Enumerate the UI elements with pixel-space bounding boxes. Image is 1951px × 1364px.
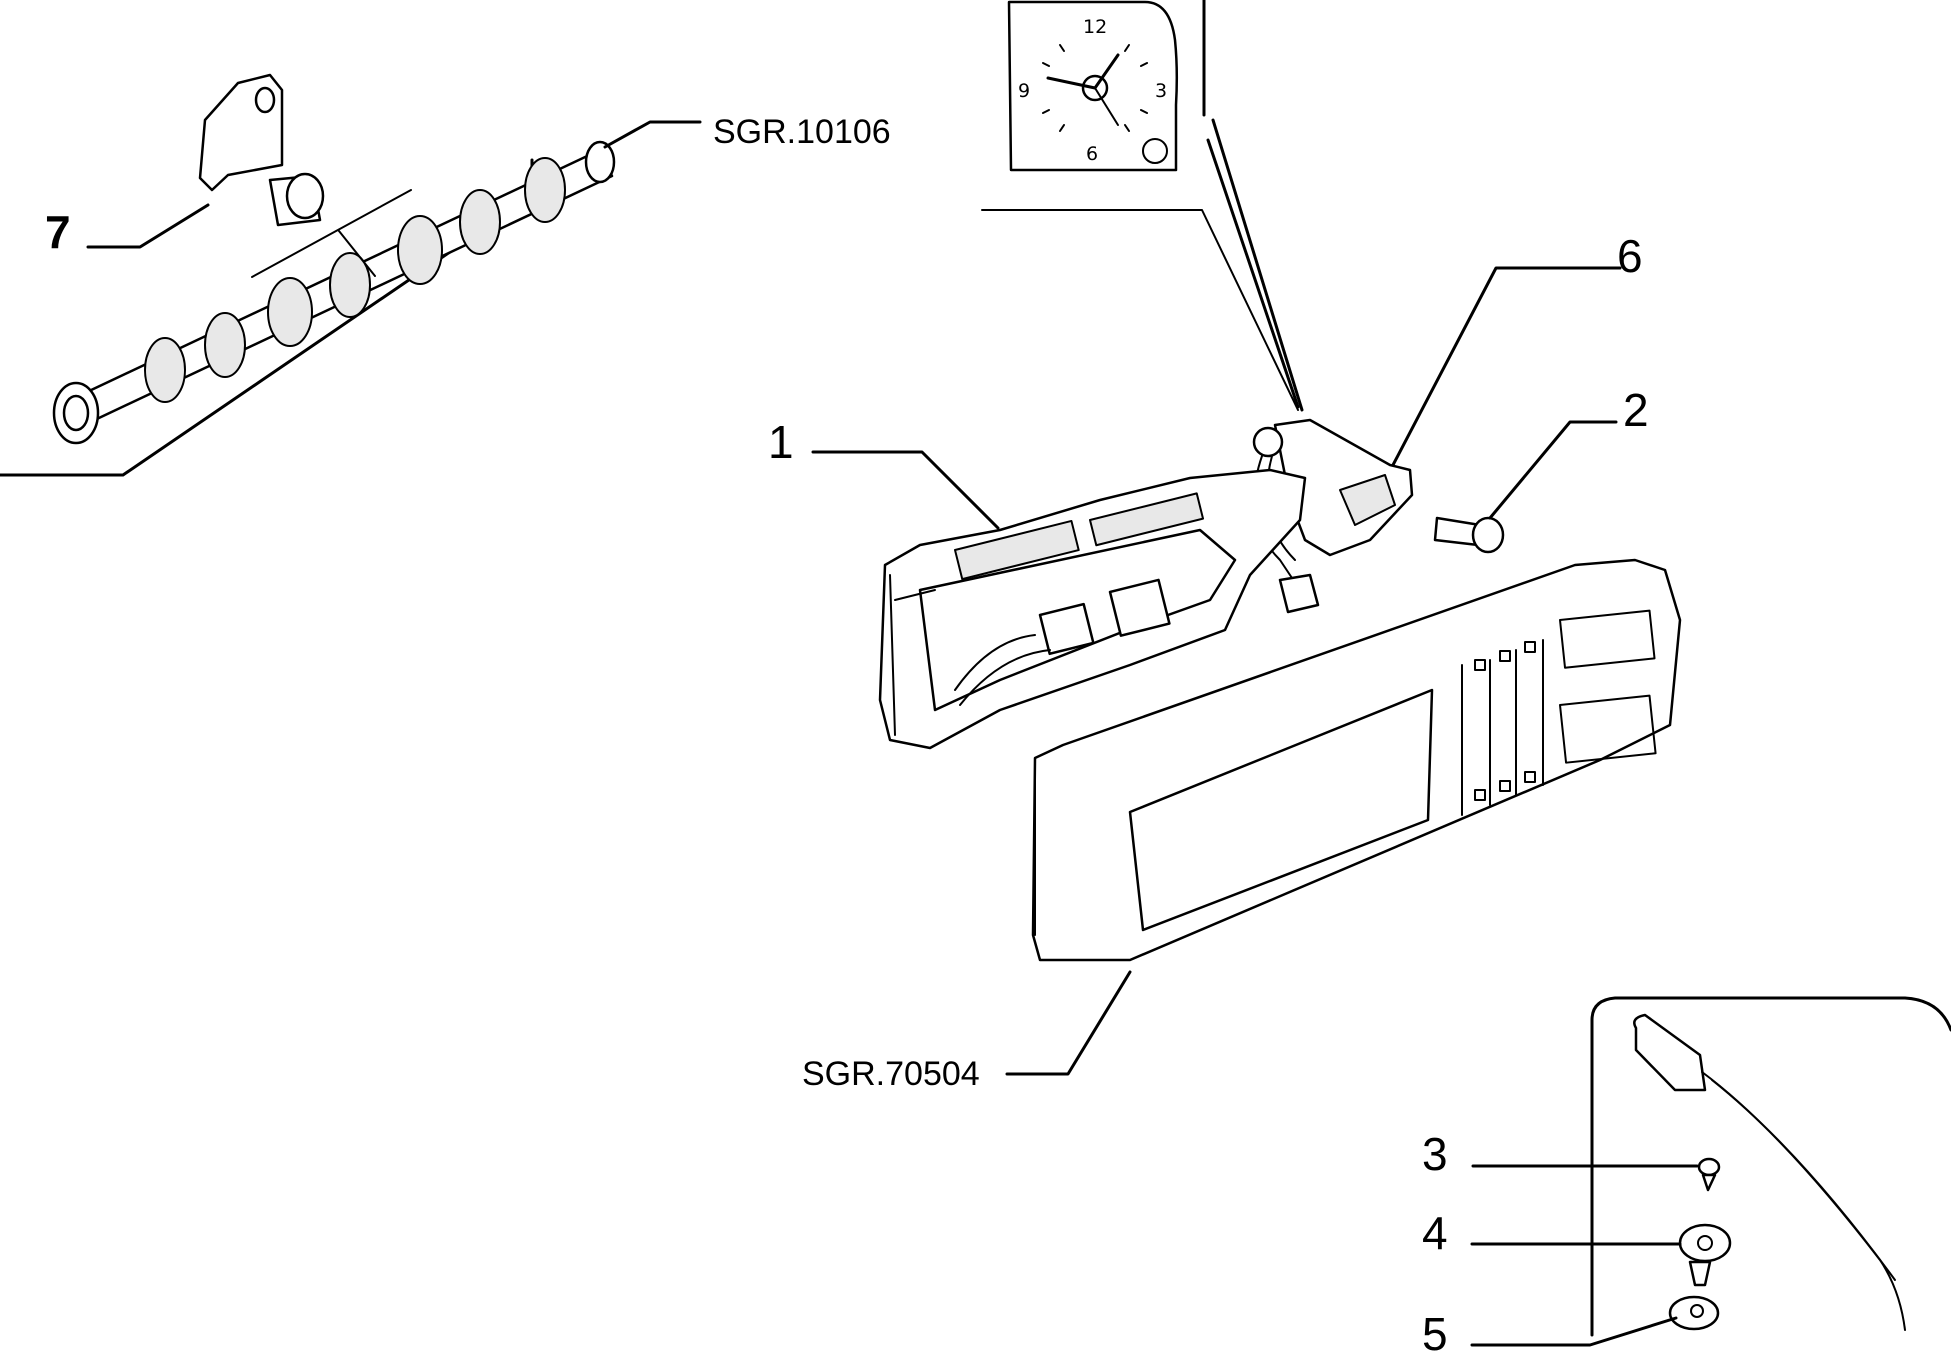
inset-frame [1590, 996, 1951, 1337]
ref-label-panel: SGR.70504 [802, 1055, 980, 1093]
callout-4: 4 [1422, 1207, 1448, 1259]
ref-leader-camshaft [603, 120, 702, 149]
callout-2: 2 [1623, 384, 1649, 436]
instrument-cluster [878, 468, 1307, 750]
callout-3: 3 [1422, 1128, 1448, 1180]
callout-7: 7 [45, 206, 71, 258]
clock-hour-hand [1093, 53, 1120, 90]
callout-5: 5 [1422, 1308, 1448, 1360]
callout-leader-2 [1488, 420, 1618, 520]
screw [1433, 516, 1505, 554]
small-screw [1697, 1157, 1721, 1192]
clock-numeral-6: 6 [1086, 143, 1098, 165]
cable-end [1633, 1013, 1707, 1092]
cable-clip [1678, 1223, 1732, 1287]
clock-second-hand [1094, 87, 1119, 126]
callout-leader-1 [811, 450, 1000, 530]
clock-minute-hand [1046, 76, 1097, 90]
clock-numeral-12: 12 [1083, 16, 1107, 38]
camshaft [52, 140, 616, 445]
camshaft-sensor [198, 73, 325, 227]
ref-label-camshaft: SGR.10106 [713, 113, 891, 151]
callout-leader-7 [86, 203, 210, 249]
ref-leader-panel [1005, 970, 1132, 1076]
cluster-bezel [1031, 558, 1682, 962]
clock-numeral-9: 9 [1018, 80, 1030, 102]
cable-inner [1711, 1079, 1896, 1281]
inset-detail [1590, 996, 1951, 1337]
callout-1: 1 [768, 416, 794, 468]
cable-outer [1701, 1071, 1906, 1331]
callout-leader-5 [1470, 1316, 1678, 1347]
callout-leader-6 [1391, 266, 1622, 467]
clock-adjust-knob [1142, 138, 1168, 164]
callout-6: 6 [1617, 230, 1643, 282]
clock-numeral-3: 3 [1155, 80, 1167, 102]
clock: 12 3 6 9 [981, 0, 1304, 412]
grommet [1668, 1295, 1720, 1331]
camshaft-group: SGR.10106 7 [0, 73, 891, 477]
